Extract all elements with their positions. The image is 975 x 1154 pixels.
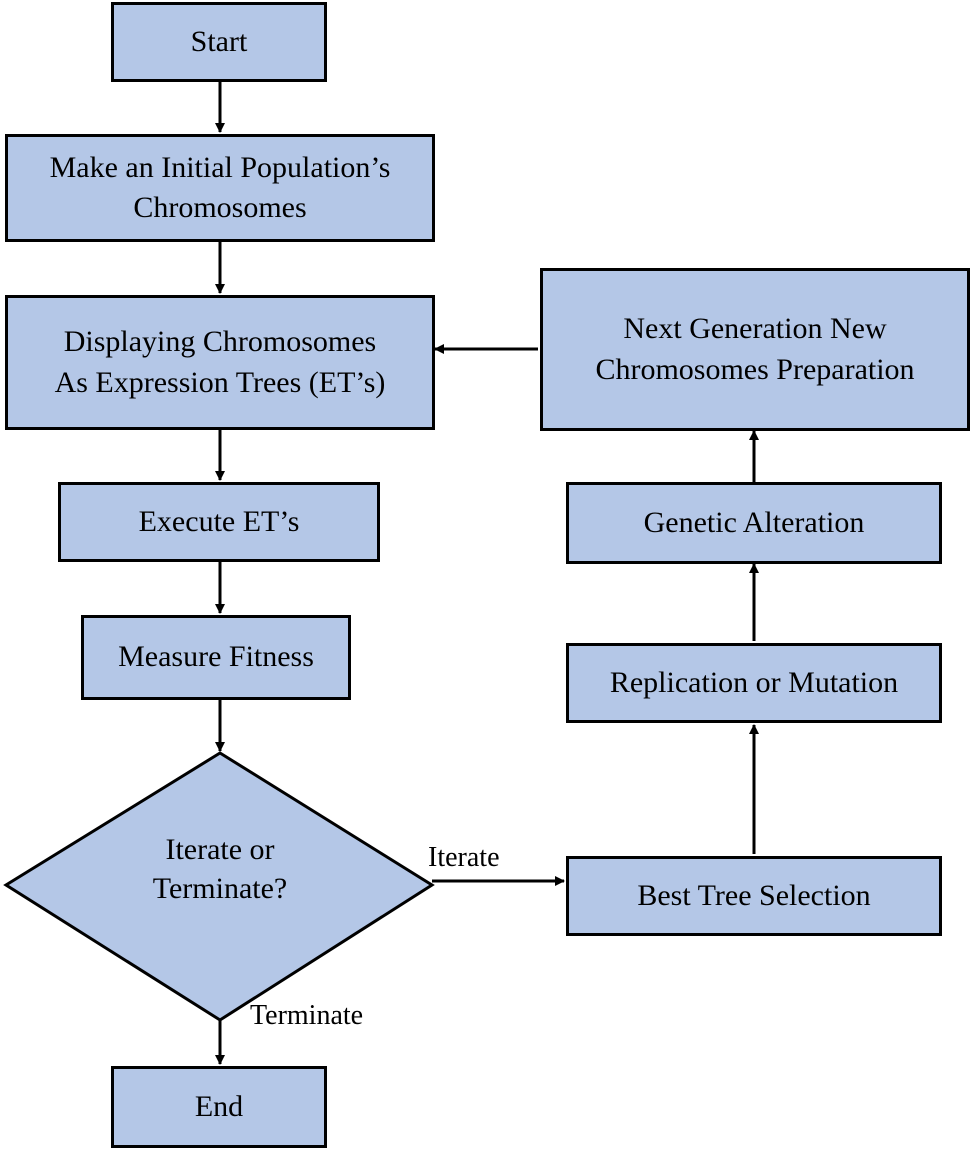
replication-node: Replication or Mutation [566,643,942,723]
init-population-node: Make an Initial Population’s Chromosomes [5,134,435,242]
start-node: Start [111,2,327,82]
init-population-line-1: Make an Initial Population’s [49,150,391,184]
display-et-node: Displaying Chromosomes As Expression Tre… [5,295,435,430]
display-et-line-2: As Expression Trees (ET’s) [54,365,386,399]
replication-label: Replication or Mutation [609,665,899,699]
next-generation-node: Next Generation New Chromosomes Preparat… [540,268,970,431]
decision-text: Iterate or Terminate? [120,830,320,908]
decision-diamond [3,751,435,1022]
best-tree-node: Best Tree Selection [566,856,942,936]
start-label: Start [190,24,248,58]
measure-fitness-label: Measure Fitness [118,640,314,674]
display-et-line-1: Displaying Chromosomes [63,325,377,358]
next-generation-line-2: Chromosomes Preparation [595,352,915,386]
end-label: End [194,1089,244,1123]
genetic-alteration-node: Genetic Alteration [566,482,942,564]
next-generation-line-1: Next Generation New [623,312,887,345]
genetic-alteration-label: Genetic Alteration [643,505,865,539]
execute-et-label: Execute ET’s [138,504,300,538]
iterate-label: Iterate [428,842,500,873]
measure-fitness-node: Measure Fitness [81,615,351,700]
decision-line-2: Terminate? [152,872,288,905]
terminate-label: Terminate [250,1000,364,1031]
init-population-line-2: Chromosomes [133,191,307,224]
decision-line-1: Iterate or [165,833,275,866]
best-tree-label: Best Tree Selection [637,878,871,912]
end-node: End [111,1066,327,1148]
execute-et-node: Execute ET’s [58,482,380,562]
